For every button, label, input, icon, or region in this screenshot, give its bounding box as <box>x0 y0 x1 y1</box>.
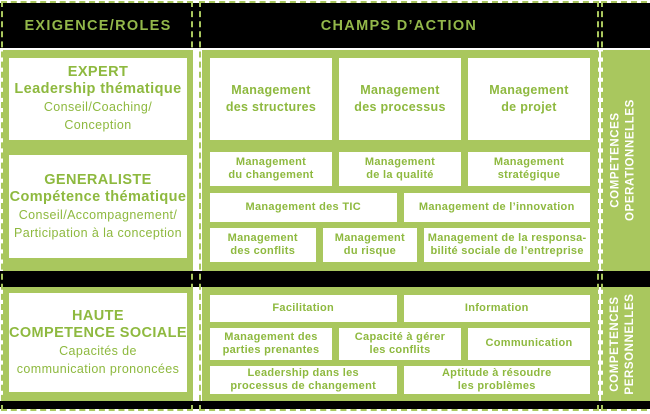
field-label-line: de la qualité <box>366 169 434 181</box>
field-label-line: stratégique <box>497 169 561 181</box>
roles-bottom-container: HAUTE COMPETENCE SOCIALE Capacités de co… <box>3 287 193 401</box>
role-title: GENERALISTE <box>44 171 152 188</box>
field-box-management-structures: Management des structures <box>210 58 332 140</box>
field-label-line: les conflits <box>369 344 431 356</box>
field-label-line: des conflits <box>230 245 296 257</box>
role-description-line: communication prononcées <box>16 361 180 376</box>
field-label-line: Management <box>334 231 406 244</box>
field-row: Facilitation Information <box>210 295 590 322</box>
field-label-line: parties prenantes <box>222 344 320 356</box>
column-header-champs-daction: CHAMPS D’ACTION <box>320 17 478 34</box>
field-box-gerer-conflits: Capacité à gérer les conflits <box>339 328 461 360</box>
field-label-line: Management <box>235 155 307 168</box>
field-row: Leadership dans les processus de changem… <box>210 366 590 394</box>
action-fields-personal-container: Facilitation Information Management des … <box>202 287 598 401</box>
field-row: Management des TIC Management de l’innov… <box>210 193 590 222</box>
field-box-resoudre-problemes: Aptitude à résoudre les problèmes <box>403 366 590 394</box>
competences-operationnelles-band <box>603 50 650 271</box>
field-label-line: des structures <box>225 100 317 114</box>
field-label-line: Management des TIC <box>245 200 361 213</box>
band-label-line: COMPETENCES <box>609 296 621 392</box>
column-header-exigence-roles: EXIGENCE/ROLES <box>24 17 172 34</box>
header-black-band <box>0 3 650 48</box>
role-description-line: Conception <box>64 118 132 132</box>
field-box-responsabilite-sociale: Management de la responsa- bilité social… <box>424 228 590 262</box>
field-label-line: processus de changement <box>230 380 377 392</box>
field-label-line: Capacité à gérer <box>354 330 446 343</box>
field-label-line: Information <box>464 301 529 314</box>
field-label-line: Management <box>489 83 569 97</box>
field-label-line: Management <box>364 155 436 168</box>
field-label-line: Management des <box>224 330 318 343</box>
field-box-leadership-changement: Leadership dans les processus de changem… <box>210 366 397 394</box>
role-subtitle: Compétence thématique <box>9 188 187 205</box>
field-label-line: bilité sociale de l’entreprise <box>430 245 584 257</box>
role-title: HAUTE <box>72 307 124 324</box>
field-label-line: Management <box>360 83 440 97</box>
role-card-haute-competence-sociale: HAUTE COMPETENCE SOCIALE Capacités de co… <box>9 293 187 392</box>
role-subtitle: COMPETENCE SOCIALE <box>9 324 187 341</box>
field-row: Management des parties prenantes Capacit… <box>210 328 590 360</box>
field-label-line: du risque <box>343 245 397 257</box>
field-label-line: Management de la responsa- <box>427 231 587 244</box>
field-label-line: de projet <box>501 100 557 114</box>
field-row: Management du changement Management de l… <box>210 152 590 186</box>
field-label-line: des processus <box>354 100 446 114</box>
role-description-line: Conseil/Coaching/ <box>43 100 153 114</box>
bottom-black-separator <box>0 401 650 409</box>
middle-black-separator <box>0 271 650 287</box>
field-label-line: Leadership dans les <box>247 366 359 379</box>
field-box-parties-prenantes: Management des parties prenantes <box>210 328 332 360</box>
role-card-generaliste: GENERALISTE Compétence thématique Consei… <box>9 155 187 258</box>
field-label-line: Management <box>493 155 565 168</box>
role-subtitle: Leadership thématique <box>14 81 182 97</box>
field-box-management-processus: Management des processus <box>339 58 461 140</box>
field-box-management-strategique: Management stratégique <box>468 152 590 186</box>
role-description-line: Participation à la conception <box>14 225 182 240</box>
field-box-management-changement: Management du changement <box>210 152 332 186</box>
field-label-line: Management de l’innovation <box>418 200 575 213</box>
field-box-facilitation: Facilitation <box>210 295 397 322</box>
field-box-information: Information <box>403 295 590 322</box>
field-row: Management des structures Management des… <box>210 58 590 140</box>
action-fields-operational-container: Management des structures Management des… <box>202 50 598 271</box>
field-label-line: Management <box>231 83 311 97</box>
field-label-line: Management <box>227 231 298 244</box>
competences-personnelles-label: COMPETENCES PERSONNELLES <box>608 287 644 401</box>
field-row: Management des conflits Management du ri… <box>210 228 590 262</box>
field-box-management-conflits: Management des conflits <box>210 228 316 262</box>
role-card-expert: EXPERT Leadership thématique Conseil/Coa… <box>9 58 187 140</box>
competences-personnelles-band <box>603 287 650 401</box>
role-description-line: Conseil/Accompagnement/ <box>18 207 178 222</box>
band-label-line: COMPETENCES <box>609 112 622 208</box>
field-label-line: les problèmes <box>457 380 536 392</box>
role-title: EXPERT <box>67 64 129 80</box>
field-box-management-innovation: Management de l’innovation <box>403 193 590 222</box>
band-label-line: PERSONNELLES <box>624 293 636 395</box>
field-label-line: Facilitation <box>272 301 335 314</box>
field-box-management-qualite: Management de la qualité <box>339 152 461 186</box>
field-label-line: Communication <box>485 337 573 350</box>
roles-top-container: EXPERT Leadership thématique Conseil/Coa… <box>3 50 193 271</box>
competences-operationnelles-label: COMPETENCES OPERATIONNELLES <box>609 50 645 271</box>
field-box-communication: Communication <box>468 328 590 360</box>
field-box-management-risque: Management du risque <box>322 228 418 262</box>
band-label-line: OPERATIONNELLES <box>624 99 637 221</box>
field-label-line: Aptitude à résoudre <box>441 366 552 379</box>
field-box-management-tic: Management des TIC <box>210 193 397 222</box>
field-label-line: du changement <box>228 169 314 181</box>
field-box-management-projet: Management de projet <box>468 58 590 140</box>
role-description-line: Capacités de <box>59 343 137 358</box>
